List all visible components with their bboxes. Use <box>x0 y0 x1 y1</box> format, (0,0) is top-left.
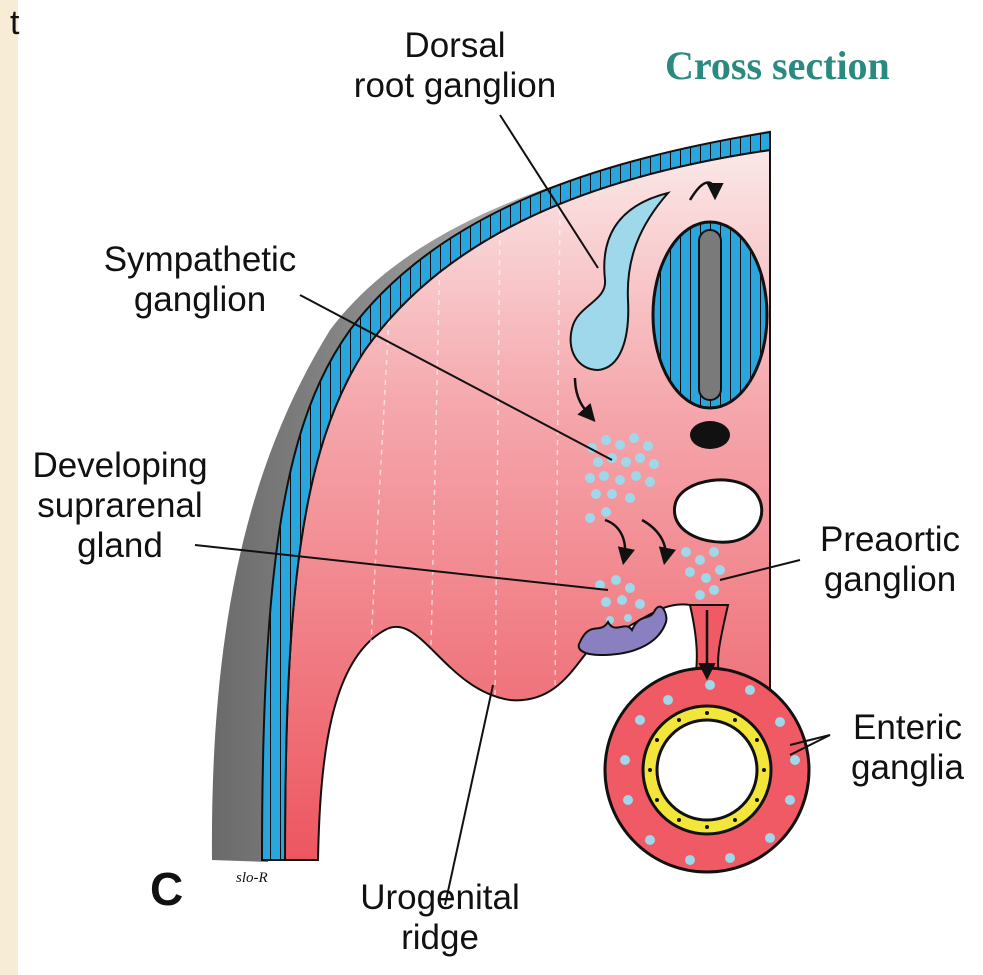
label-dorsal-root-ganglion: Dorsal root ganglion <box>325 26 585 106</box>
label-sympathetic-ganglion: Sympathetic ganglion <box>60 240 340 320</box>
aorta <box>674 480 761 542</box>
panel-letter: C <box>150 862 183 916</box>
label-urogenital-ridge: Urogenital ridge <box>330 878 550 958</box>
gut-lumen <box>657 720 757 820</box>
notochord <box>690 421 730 449</box>
label-enteric-ganglia: Enteric ganglia <box>835 708 980 788</box>
label-preaortic-ganglion: Preaortic ganglion <box>800 520 980 600</box>
label-developing-suprarenal-gland: Developing suprarenal gland <box>0 446 240 566</box>
neural-canal <box>699 230 721 400</box>
artist-signature: slo-R <box>236 870 268 887</box>
diagram-title: Cross section <box>665 42 890 89</box>
